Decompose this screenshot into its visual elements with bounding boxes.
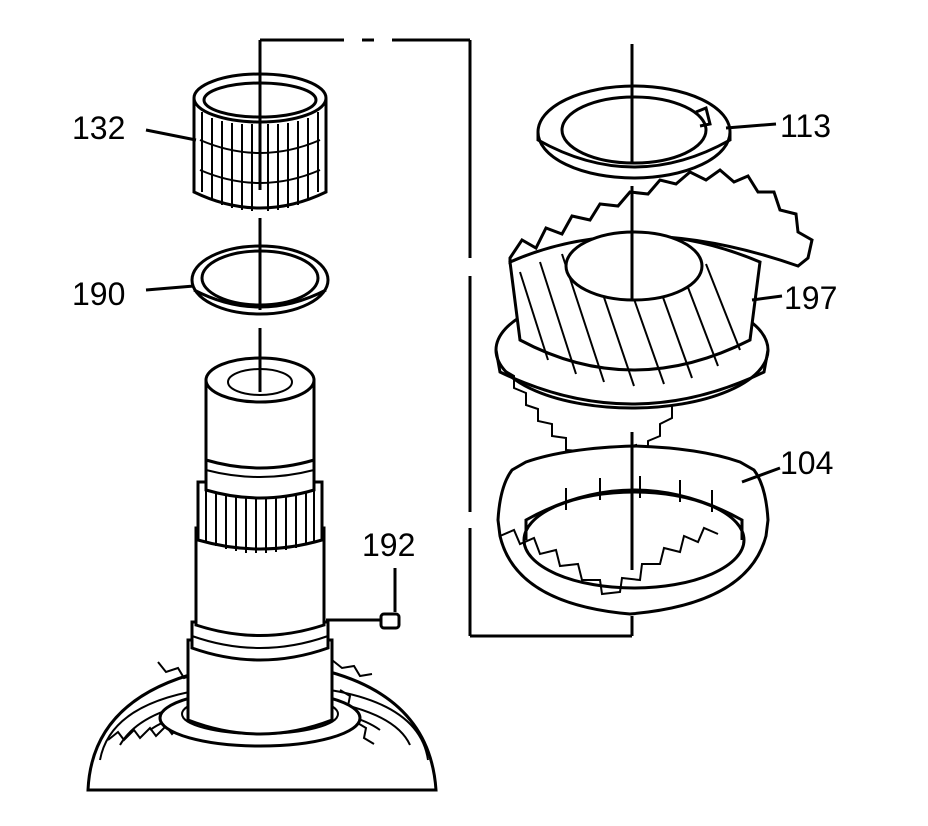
- callout-104: 104: [780, 445, 833, 481]
- assembly-axis-lines: [258, 38, 634, 638]
- thrust-washer-113: [536, 84, 732, 180]
- leader-lines: [145, 122, 783, 484]
- output-shaft: [158, 356, 362, 748]
- callout-192: 192: [362, 527, 415, 563]
- callout-132: 132: [72, 110, 125, 146]
- callout-190: 190: [72, 276, 125, 312]
- helical-gear-197: [494, 168, 814, 464]
- small-part-192: [326, 568, 401, 630]
- callout-197: 197: [784, 280, 837, 316]
- callout-113: 113: [780, 108, 831, 144]
